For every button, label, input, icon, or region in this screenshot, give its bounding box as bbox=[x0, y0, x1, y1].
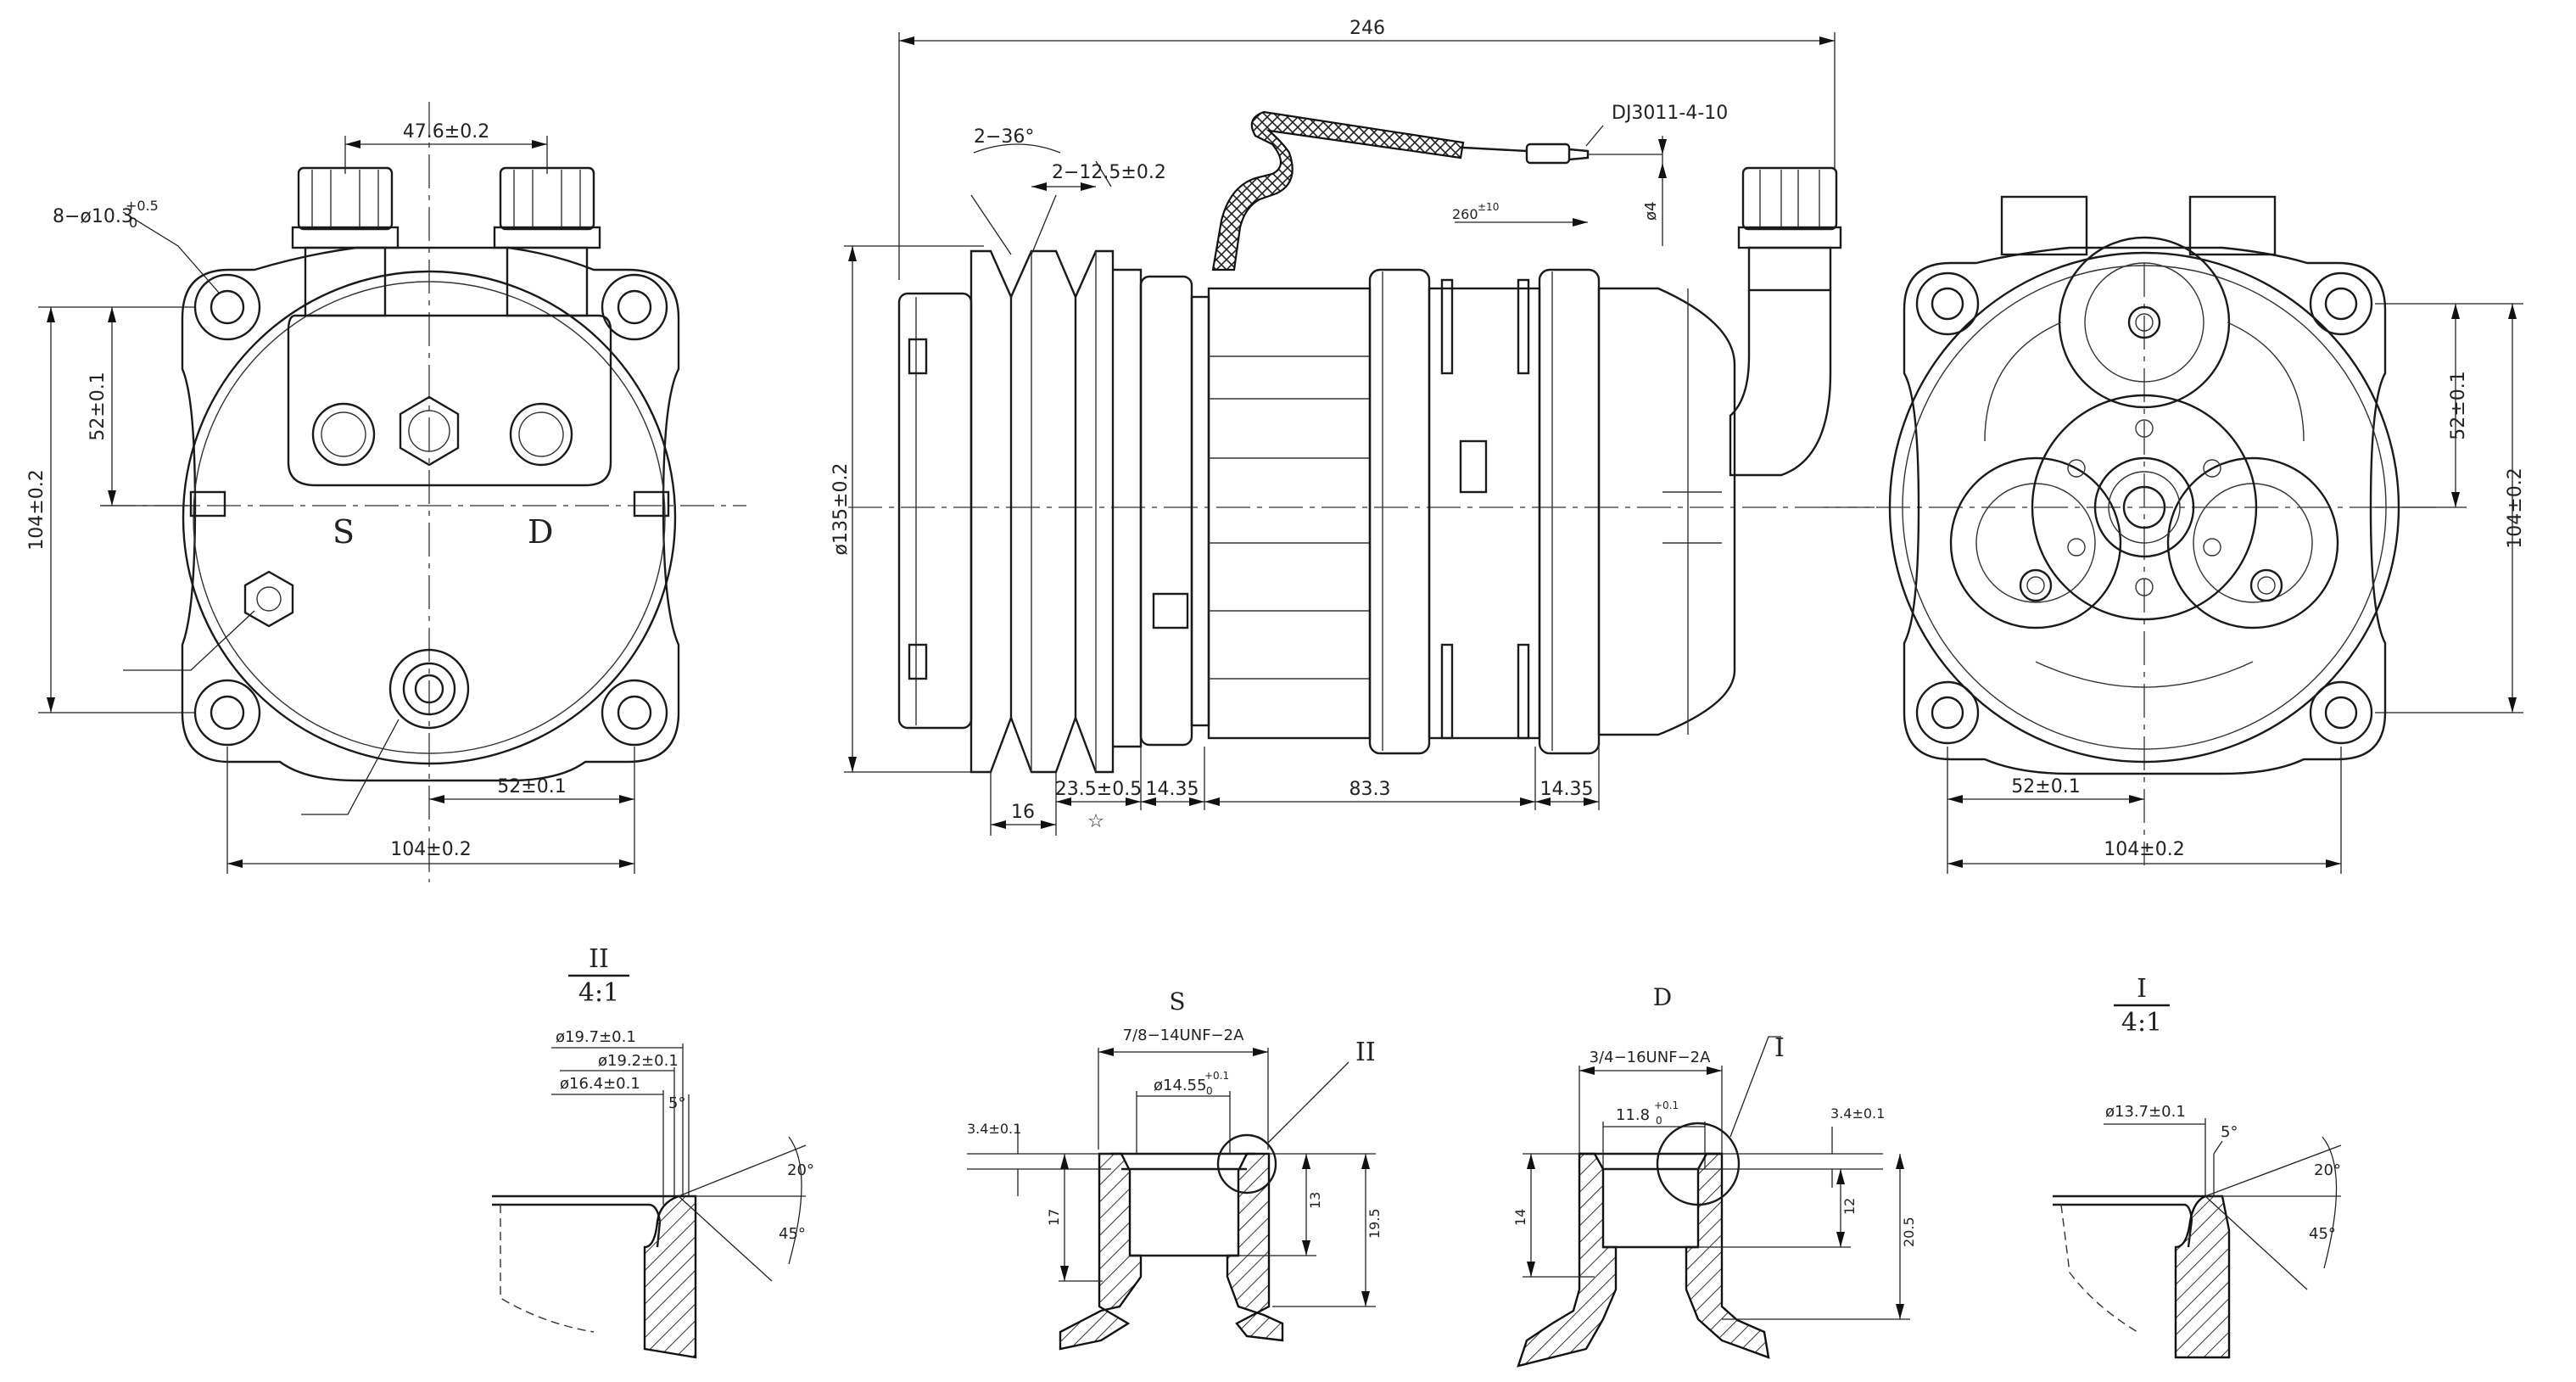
svg-text:ø14.55: ø14.55 bbox=[1154, 1077, 1207, 1094]
detail-II-angle-20: 20° bbox=[787, 1161, 814, 1179]
section-D-h14: 14 bbox=[1512, 1209, 1528, 1226]
dim-23-5: 23.5±0.5 bbox=[1055, 779, 1142, 800]
section-D-h12: 12 bbox=[1841, 1198, 1858, 1215]
front-hole-spec: 8−ø10.3 +0.5 0 bbox=[53, 198, 159, 231]
lead-diameter-dim: ø4 bbox=[1642, 202, 1660, 221]
rear-view: 104±0.2 52±0.1 52±0.1 104±0.2 bbox=[1824, 195, 2526, 874]
detail-I-d1: ø13.7±0.1 bbox=[2105, 1103, 2186, 1121]
front-vertical-104-dim: 104±0.2 bbox=[26, 469, 47, 550]
discharge-port-fitting bbox=[493, 166, 601, 317]
detail-I-title: I bbox=[2137, 974, 2147, 1004]
overall-length-dim: 246 bbox=[1349, 18, 1385, 39]
section-S-title: S bbox=[1169, 988, 1185, 1016]
section-S-thread: 7/8−14UNF−2A bbox=[1123, 1027, 1244, 1044]
connector-label: DJ3011-4-10 bbox=[1612, 103, 1728, 124]
section-D-thread: 3/4−16UNF−2A bbox=[1590, 1049, 1711, 1066]
svg-text:11.8: 11.8 bbox=[1616, 1106, 1650, 1124]
clutch-hub-plate bbox=[1949, 236, 2339, 688]
side-view: 246 bbox=[830, 18, 1875, 836]
detail-I-angle-45: 45° bbox=[2309, 1225, 2336, 1243]
dim-16: 16 bbox=[1011, 802, 1035, 823]
section-D-callout: I bbox=[1774, 1033, 1785, 1063]
section-D-h20-5: 20.5 bbox=[1901, 1217, 1917, 1247]
section-S-callout: II bbox=[1355, 1038, 1376, 1067]
section-S-h17: 17 bbox=[1046, 1209, 1062, 1226]
front-vertical-52-dim: 52±0.1 bbox=[87, 372, 109, 440]
pulley-diameter-dim: ø135±0.2 bbox=[830, 463, 852, 556]
suction-port-label: S bbox=[332, 513, 355, 551]
front-horizontal-52-dim: 52±0.1 bbox=[497, 776, 566, 797]
lead-length-dim: 260 bbox=[1452, 206, 1478, 222]
front-horizontal-104-dim: 104±0.2 bbox=[390, 839, 471, 860]
svg-text:0: 0 bbox=[1656, 1115, 1662, 1127]
front-port-pitch-dim: 47.6±0.2 bbox=[403, 121, 489, 143]
mount-hole-tr bbox=[601, 273, 668, 341]
discharge-port-label: D bbox=[528, 513, 553, 551]
section-S: S 7/8−14UNF−2A ø14.55 +0.1 0 II 3.4±0.1 bbox=[967, 988, 1383, 1351]
section-S-bore-dim: ø14.55 +0.1 0 bbox=[1154, 1070, 1229, 1097]
detail-II-angle-45: 45° bbox=[779, 1225, 806, 1243]
svg-text:0: 0 bbox=[129, 215, 137, 231]
rear-vertical-52-dim: 52±0.1 bbox=[2448, 371, 2469, 439]
detail-II-d3: ø16.4±0.1 bbox=[560, 1075, 640, 1093]
rear-horizontal-52-dim: 52±0.1 bbox=[2011, 776, 2080, 797]
suction-port-fitting bbox=[291, 166, 400, 317]
dim-83-3: 83.3 bbox=[1349, 779, 1391, 800]
svg-text:+0.1: +0.1 bbox=[1654, 1099, 1679, 1111]
section-D-bore-dim: 11.8 +0.1 0 bbox=[1616, 1099, 1679, 1127]
front-view: 47.6±0.2 8−ø10.3 +0.5 0 104±0.2 52±0.1 5… bbox=[26, 102, 746, 882]
drain-plug bbox=[388, 648, 470, 730]
section-S-h13: 13 bbox=[1307, 1192, 1323, 1209]
clutch-lead-cable bbox=[1211, 110, 1590, 271]
groove-width-dim: 2−12.5±0.2 bbox=[1052, 162, 1166, 183]
detail-II: II 4:1 ø19.7±0.1 ø19.2±0.1 ø16.4±0.1 5° … bbox=[492, 944, 814, 1359]
svg-text:0: 0 bbox=[1206, 1085, 1213, 1097]
dim-14-35-right: 14.35 bbox=[1540, 779, 1594, 800]
mount-hole-tl bbox=[193, 273, 261, 341]
star-mark: ☆ bbox=[1087, 811, 1104, 832]
detail-I: I 4:1 ø13.7±0.1 5° 20° 45° bbox=[2053, 974, 2342, 1359]
detail-II-angle-5: 5° bbox=[668, 1094, 685, 1112]
rear-horizontal-104-dim: 104±0.2 bbox=[2104, 839, 2184, 860]
detail-II-title: II bbox=[589, 944, 609, 974]
detail-I-angle-5: 5° bbox=[2221, 1123, 2238, 1141]
mount-hole-bl bbox=[193, 679, 261, 747]
svg-text:+0.1: +0.1 bbox=[1204, 1070, 1229, 1082]
detail-II-scale: 4:1 bbox=[578, 978, 619, 1008]
svg-text:+0.5: +0.5 bbox=[126, 198, 159, 214]
mount-hole-br bbox=[601, 679, 668, 747]
section-D-lip: 3.4±0.1 bbox=[1830, 1105, 1885, 1122]
detail-I-angle-20: 20° bbox=[2314, 1161, 2341, 1179]
pulley bbox=[897, 249, 1115, 774]
lead-length-tol: ±10 bbox=[1478, 201, 1499, 213]
section-S-h19-5: 19.5 bbox=[1366, 1208, 1383, 1239]
svg-text:8−ø10.3: 8−ø10.3 bbox=[53, 206, 133, 227]
rear-vertical-104-dim: 104±0.2 bbox=[2505, 467, 2526, 548]
oil-plug bbox=[243, 570, 294, 628]
section-D-title: D bbox=[1653, 983, 1672, 1011]
side-discharge-fitting bbox=[1729, 166, 1842, 477]
dim-14-35-left: 14.35 bbox=[1146, 779, 1199, 800]
detail-I-scale: 4:1 bbox=[2121, 1008, 2162, 1038]
groove-angle-dim: 2−36° bbox=[974, 126, 1034, 148]
detail-II-d1: ø19.7±0.1 bbox=[556, 1028, 636, 1046]
section-D: D 3/4−16UNF−2A 11.8 +0.1 0 I 3.4±0.1 14 bbox=[1512, 983, 1917, 1368]
section-S-lip: 3.4±0.1 bbox=[967, 1121, 1021, 1137]
detail-II-d2: ø19.2±0.1 bbox=[598, 1052, 679, 1070]
